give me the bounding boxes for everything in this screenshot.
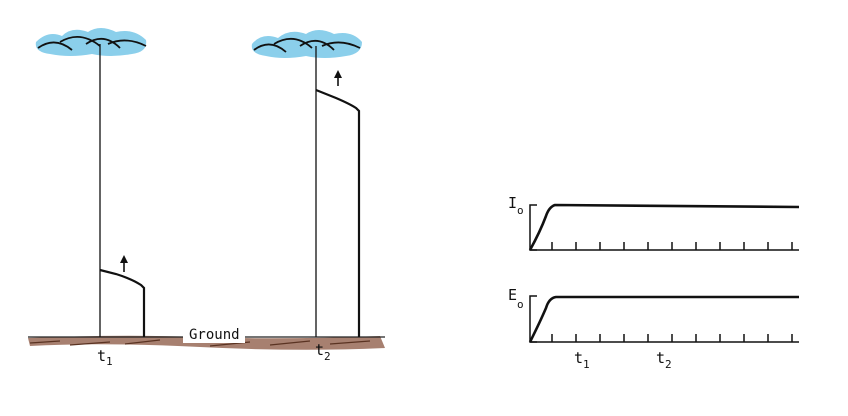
graph-field-ticks — [551, 334, 793, 342]
graph-current-ticks — [551, 242, 793, 250]
ground-label: Ground — [189, 327, 240, 343]
time-label-t2-sub: 2 — [324, 350, 331, 363]
time-label-t2: t — [315, 341, 324, 359]
return-stroke-channel — [315, 88, 361, 337]
graph-current: I o — [508, 194, 800, 251]
upward-arrow-icon — [120, 255, 128, 272]
graph-field-axis-label: E — [508, 286, 517, 304]
graph-field-axis-sub: o — [517, 298, 524, 311]
ground: Ground — [28, 327, 385, 350]
graph-current-axis-sub: o — [517, 204, 524, 217]
graph-field: E o t 1 t 2 — [508, 286, 799, 371]
time-axis-mark-t1: t — [574, 349, 583, 367]
stroke-panel-t1: t 1 — [35, 28, 147, 368]
time-axis-mark-t1-sub: 1 — [583, 358, 590, 371]
time-axis-mark-t2: t — [656, 349, 665, 367]
time-axis-mark-t2-sub: 2 — [665, 358, 672, 371]
time-label-t1: t — [97, 347, 106, 365]
stroke-panel-t2: t 2 — [251, 30, 362, 363]
return-stroke-channel — [99, 268, 146, 337]
graph-field-curve — [528, 295, 799, 343]
upward-arrow-icon — [334, 70, 342, 86]
graph-current-axis-label: I — [508, 194, 517, 212]
time-label-t1-sub: 1 — [106, 355, 113, 368]
cloud-icon — [251, 30, 362, 58]
graph-current-curve — [528, 203, 800, 251]
cloud-icon — [35, 28, 147, 56]
